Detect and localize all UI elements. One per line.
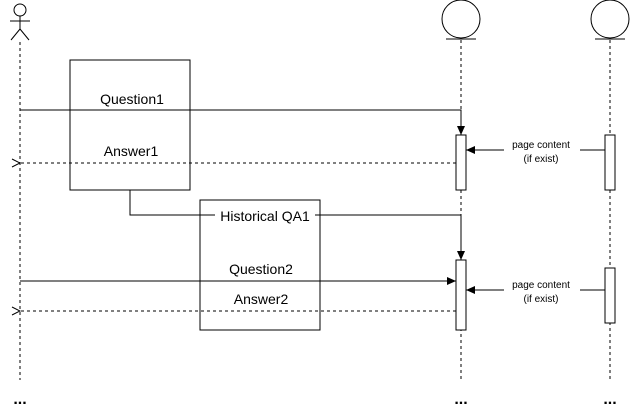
page-content-2-line2: (if exist) [524, 294, 559, 305]
activation-bar-3 [604, 134, 616, 191]
entity-icon-2 [590, 0, 630, 40]
historical-qa1-label: Historical QA1 [220, 208, 310, 224]
page-content-2-line1: page content [512, 280, 570, 291]
activation-bar-4 [604, 267, 616, 324]
page-content-1-line1: page content [512, 140, 570, 151]
entity-icon-1 [441, 0, 481, 40]
activation-bar-2 [455, 259, 467, 331]
page-content-1-line2: (if exist) [524, 154, 559, 165]
answer2-label: Answer2 [234, 291, 289, 307]
frame-box-1 [69, 59, 191, 191]
question1-arrow [20, 109, 465, 135]
activation-bar-1 [455, 134, 467, 191]
question1-label: Question1 [100, 91, 164, 107]
question2-label: Question2 [229, 261, 293, 277]
continuation-right: ... [603, 391, 616, 408]
continuation-left: ... [13, 391, 26, 408]
continuation-middle: ... [454, 391, 467, 408]
answer1-label: Answer1 [104, 143, 159, 159]
user-actor-icon [10, 3, 30, 41]
